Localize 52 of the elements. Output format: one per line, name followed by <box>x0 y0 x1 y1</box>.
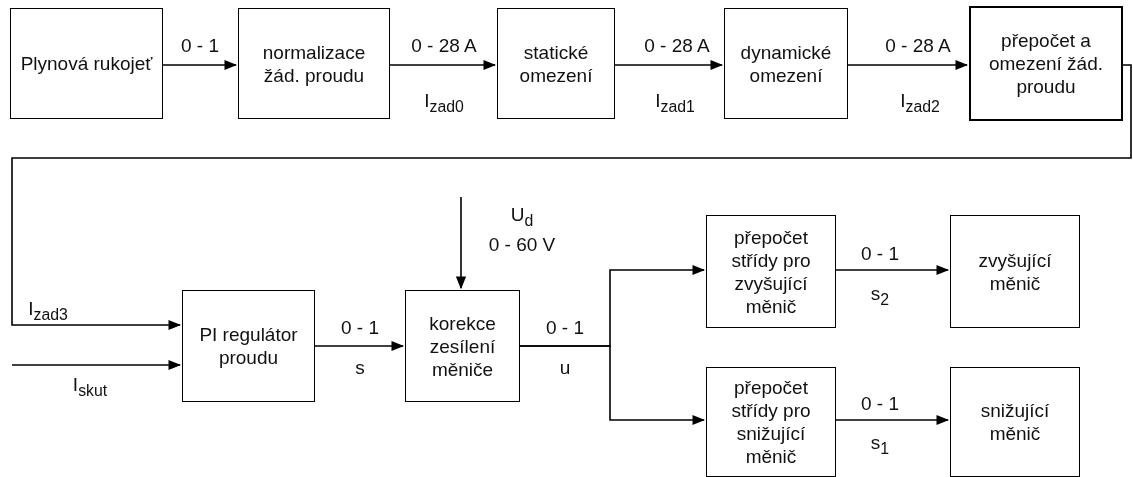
edge-label: 0 - 1 <box>861 243 899 265</box>
process-box <box>706 367 836 477</box>
edge-label: 0 - 1 <box>861 393 899 415</box>
edge-label: 0 - 1 <box>341 317 379 339</box>
signal-label: I$_{zad2}$ <box>900 90 940 117</box>
process-box <box>182 290 315 402</box>
process-box <box>950 215 1080 328</box>
box-label: korekce zesílení měniče <box>428 311 497 381</box>
arrow <box>11 64 1132 331</box>
arrow <box>389 59 497 71</box>
signal-label: 0 - 1 <box>546 317 584 339</box>
box-label: zvyšující měnič <box>977 248 1053 295</box>
box-label: dynamické omezení <box>739 40 833 87</box>
edge-label: 0 - 28 A <box>644 35 710 57</box>
signal-label: I$_{zad1}$ <box>655 90 695 117</box>
signal-label: u <box>559 357 571 379</box>
box-label: přepočet a omezení žád. proudu <box>987 29 1105 98</box>
signal-label: I$_{zad0}$ <box>424 90 464 117</box>
signal-label: s <box>355 357 365 379</box>
edge-label: U$_{d}$ <box>510 204 534 231</box>
arrow <box>519 345 706 426</box>
box-label: PI regulátor proudu <box>198 323 299 369</box>
arrow <box>614 59 724 71</box>
process-box <box>497 8 615 119</box>
process-box <box>950 367 1080 477</box>
arrow <box>835 264 950 276</box>
arrow <box>314 340 405 352</box>
process-box <box>238 8 390 119</box>
arrow <box>11 359 182 371</box>
edge-label: 0 - 1 <box>181 35 219 57</box>
edge-label: 0 - 28 A <box>885 35 951 57</box>
edge-label: I$_{zad3}$ <box>28 298 68 325</box>
arrow <box>162 59 238 71</box>
box-label: statické omezení <box>518 40 594 87</box>
process-box <box>405 290 520 402</box>
edge-label: 0 - 28 A <box>411 35 477 57</box>
process-box <box>969 6 1123 121</box>
arrow <box>835 414 950 426</box>
edge-label: I$_{skut}$ <box>72 374 108 401</box>
signal-label: 0 - 60 V <box>488 234 556 256</box>
process-box <box>10 8 163 119</box>
arrow <box>455 196 467 290</box>
signal-label: s$_{1}$ <box>870 432 890 459</box>
box-label: Plynová rukojeť <box>19 52 154 75</box>
arrow <box>847 59 969 71</box>
process-box <box>706 215 836 328</box>
box-label: přepočet střídy pro zvyšující měnič <box>730 225 812 318</box>
signal-label: s$_{2}$ <box>870 283 890 310</box>
process-box <box>724 8 848 119</box>
box-label: normalizace žád. proudu <box>261 40 367 87</box>
box-label: přepočet střídy pro snižující měnič <box>730 376 812 468</box>
box-label: snižující měnič <box>979 399 1051 445</box>
